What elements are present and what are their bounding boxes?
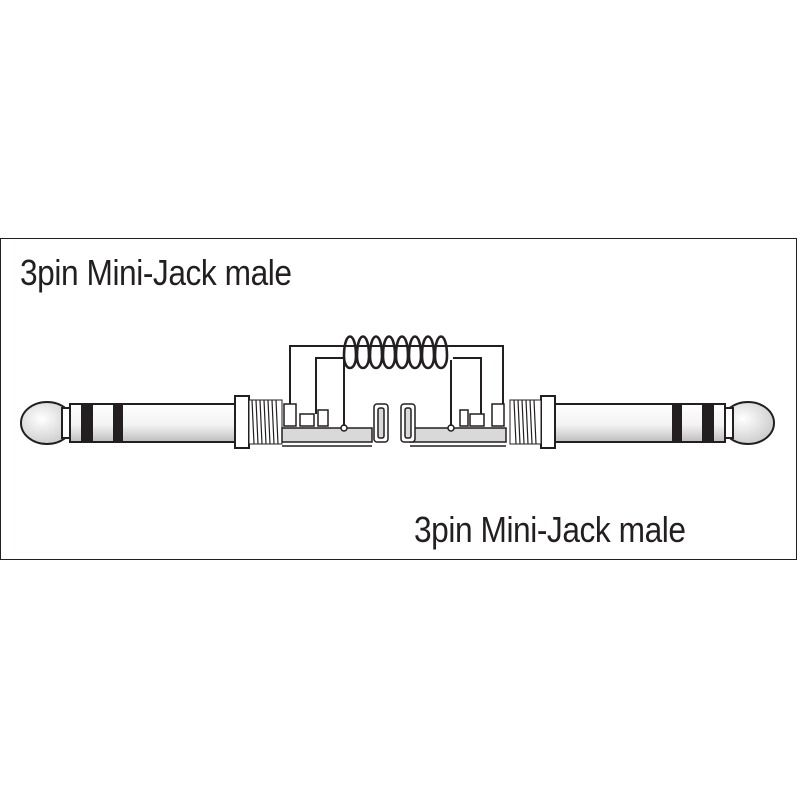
wiring-lines (289, 345, 504, 426)
diagram-frame (0, 238, 797, 560)
coiled-cable-icon (342, 335, 449, 370)
right-plug-icon (509, 395, 775, 449)
right-thread-icon (513, 399, 537, 445)
left-connector-label: 3pin Mini-Jack male (20, 252, 292, 293)
left-thread-icon (251, 399, 279, 445)
left-solder-plate-icon (281, 403, 389, 447)
right-connector-label: 3pin Mini-Jack male (414, 509, 686, 550)
left-plug-icon (20, 395, 283, 449)
right-solder-plate-icon (400, 403, 507, 447)
